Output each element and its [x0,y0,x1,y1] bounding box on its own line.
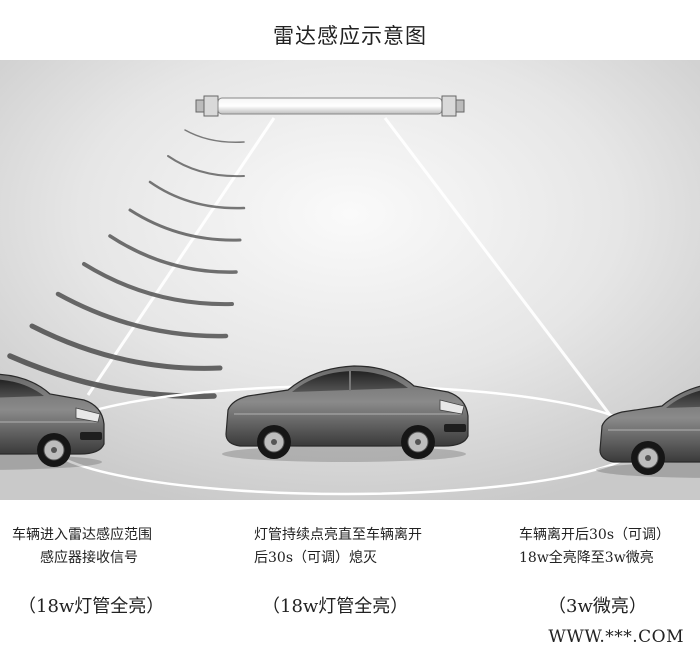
stage-3-caption: 车辆离开后30s（可调） 18w全亮降至3w微亮 [519,524,670,570]
radar-scene [0,60,700,500]
stage-2-line1: 灯管持续点亮直至车辆离开 [254,527,422,543]
watermark: WWW.***.COM [548,627,684,647]
stage-1-caption: 车辆进入雷达感应范围 感应器接收信号 [12,524,152,570]
stage-3-mode: （3w微亮） [548,596,647,617]
stage-2-caption: 灯管持续点亮直至车辆离开 后30s（可调）熄灭 [254,524,422,570]
stage-1-mode: （18w灯管全亮） [18,596,165,617]
stage-3-line1: 车辆离开后30s（可调） [519,527,670,543]
stage-1-line1: 车辆进入雷达感应范围 [12,527,152,543]
stage-2-mode: （18w灯管全亮） [262,596,409,617]
light-beam [86,117,612,416]
radar-waves [7,129,246,400]
led-tube [195,95,465,117]
stage-1-line2: 感应器接收信号 [40,550,138,566]
stage-3-line2: 18w全亮降至3w微亮 [519,550,654,566]
diagram-title: 雷达感应示意图 [273,24,427,48]
stage-2-line2: 后30s（可调）熄灭 [254,550,377,566]
